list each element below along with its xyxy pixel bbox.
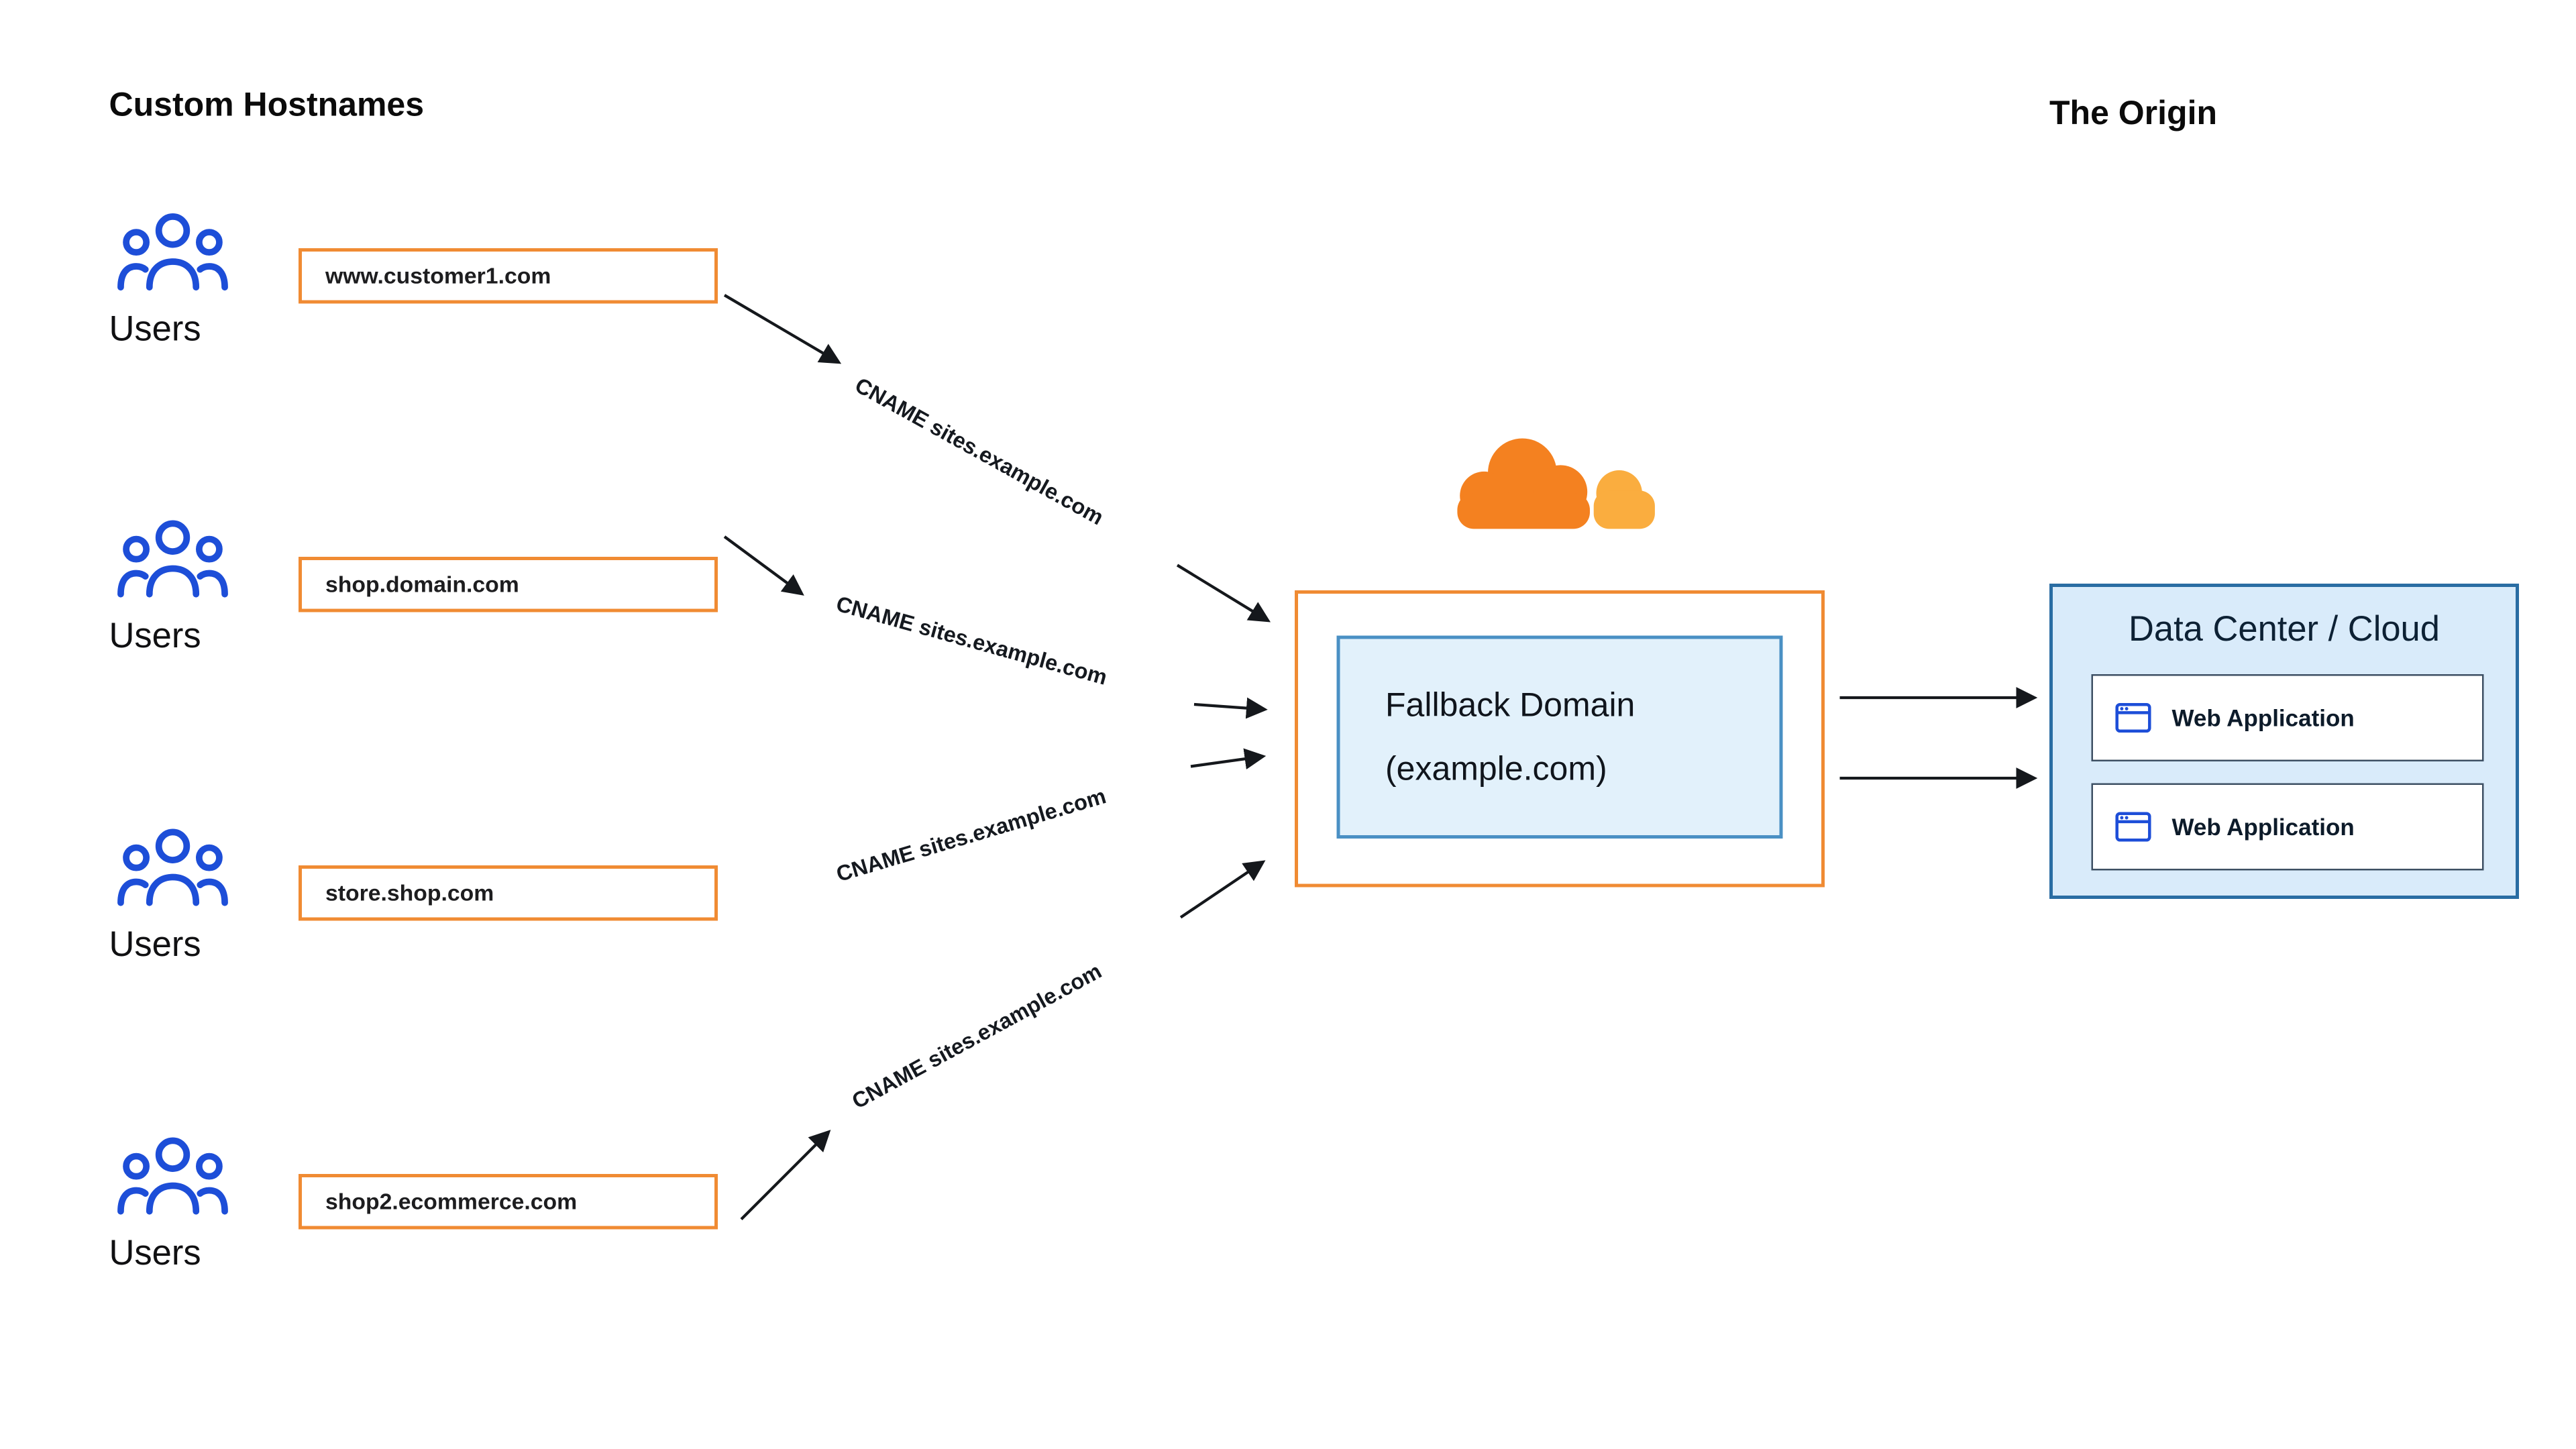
origin-heading: The Origin (2049, 95, 2217, 133)
users-icon (114, 210, 231, 294)
fallback-domain-box: Fallback Domain (example.com) (1336, 635, 1783, 839)
hostname-box: www.customer1.com (299, 248, 718, 304)
users-label: Users (109, 1234, 201, 1273)
hostname-label: shop.domain.com (325, 572, 519, 598)
users-group: Users (109, 517, 311, 671)
users-group: Users (109, 1134, 311, 1288)
hostname-label: www.customer1.com (325, 263, 551, 289)
hostname-label: shop2.ecommerce.com (325, 1189, 578, 1215)
origin-box-title: Data Center / Cloud (2128, 610, 2440, 649)
users-group: Users (109, 825, 311, 979)
web-application-label: Web Application (2171, 813, 2355, 841)
web-application-label: Web Application (2171, 704, 2355, 731)
web-application-box: Web Application (2091, 674, 2484, 761)
users-label: Users (109, 310, 201, 350)
fallback-domain-value: (example.com) (1385, 750, 1607, 788)
hostname-label: store.shop.com (325, 880, 494, 906)
hostname-box: shop.domain.com (299, 557, 718, 612)
hostname-box: shop2.ecommerce.com (299, 1174, 718, 1230)
browser-window-icon (2115, 812, 2152, 842)
users-icon (114, 1134, 231, 1218)
custom-hostnames-heading: Custom Hostnames (109, 87, 425, 124)
users-label: Users (109, 926, 201, 965)
users-icon (114, 517, 231, 600)
browser-window-icon (2115, 703, 2152, 733)
web-application-box: Web Application (2091, 783, 2484, 871)
cloudflare-zone-box: Fallback Domain (example.com) (1295, 590, 1825, 888)
cloudflare-cloud (1457, 438, 1590, 529)
fallback-domain-title: Fallback Domain (1385, 686, 1635, 724)
cname-label: CNAME sites.example.com (833, 783, 1109, 887)
cname-label: CNAME sites.example.com (851, 372, 1108, 530)
users-label: Users (109, 617, 201, 656)
hostname-box: store.shop.com (299, 865, 718, 921)
cloudflare-logo-icon (1457, 438, 1655, 529)
cname-label: CNAME sites.example.com (847, 958, 1106, 1114)
users-icon (114, 825, 231, 909)
cloudflare-light-cloud (1593, 470, 1655, 529)
users-group: Users (109, 210, 311, 364)
origin-datacenter-box: Data Center / Cloud Web Application Web … (2049, 584, 2519, 899)
cname-label: CNAME sites.example.com (833, 590, 1110, 690)
